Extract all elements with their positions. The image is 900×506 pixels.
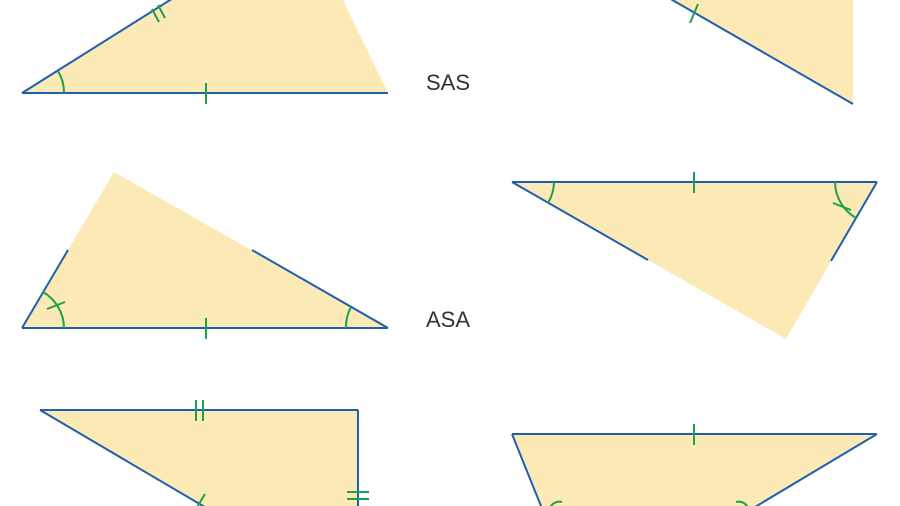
sss-triangle-left [39,400,369,506]
angle-arc [735,500,749,506]
angle-arc [834,181,857,219]
triangle-fill [40,410,358,506]
triangle-edge [21,249,69,329]
triangle-edge [511,181,649,261]
asa-triangle-left [21,172,389,339]
sss-triangle-right [511,424,878,506]
triangle-fill [672,0,853,104]
angle-arc [42,291,65,329]
triangle-edge [39,409,205,506]
triangle-edge [511,433,543,506]
angle-tick [832,202,852,211]
triangle-fill [22,172,388,328]
double-tick-mark [157,4,166,19]
triangle-fill [512,182,877,339]
sas-triangle-left [21,0,388,104]
triangle-edge [251,249,389,329]
angle-tick [46,301,66,310]
double-tick-mark [151,8,160,23]
tick-mark [689,3,699,24]
triangle-edge [830,181,878,262]
sas-triangle-right [670,0,854,105]
tick-mark [196,493,206,506]
angle-arc [547,181,555,204]
triangle-edge [670,0,854,105]
asa-triangle-right [511,172,878,339]
angle-arc [344,306,352,329]
triangle-fill [22,0,388,93]
angle-arc [57,70,66,94]
label-asa: ASA [426,307,471,332]
triangle-edge [754,433,878,506]
angle-arc [549,500,563,506]
label-sas: SAS [426,70,471,95]
